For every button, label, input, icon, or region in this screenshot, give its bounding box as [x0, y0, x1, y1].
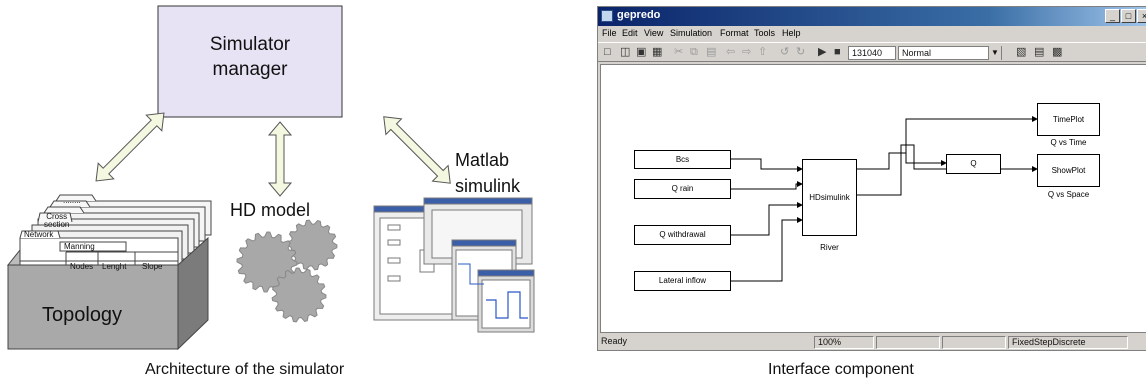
caption-architecture: Architecture of the simulator [145, 361, 345, 378]
maximize-button[interactable]: □ [1121, 9, 1136, 23]
matlab-label-line2: simulink [455, 176, 521, 196]
open-folder-icon[interactable]: ◫ [620, 46, 631, 58]
tab-cross-section: Cross section [44, 213, 69, 229]
redo-icon[interactable]: ↻ [796, 46, 806, 58]
tab-back: ........ [63, 196, 81, 205]
menu-simulation[interactable]: Simulation [670, 28, 713, 38]
menu-bar: File Edit View Simulation Format Tools H… [598, 26, 1146, 41]
status-solver: FixedStepDiscrete [1008, 336, 1128, 349]
block-river-caption: River [820, 243, 839, 252]
menu-file[interactable]: File [602, 28, 617, 38]
model-explorer-icon[interactable]: ▤ [1034, 46, 1045, 58]
tab-network: Network [24, 230, 54, 239]
copy-icon[interactable]: ⧉ [690, 46, 698, 58]
gear-icon-bottom [271, 267, 327, 323]
print-icon[interactable]: ▦ [652, 46, 663, 58]
stop-simulation-icon[interactable]: ■ [834, 46, 841, 58]
minimize-button[interactable]: _ [1105, 9, 1120, 23]
caption-interface: Interface component [768, 361, 914, 378]
start-simulation-icon[interactable]: ▶ [818, 46, 827, 58]
topology-box-top-edge [6, 248, 21, 266]
block-timeplot[interactable]: TimePlot [1037, 103, 1100, 136]
model-canvas[interactable]: Bcs Q rain Q withdrawal Lateral inflow H… [600, 64, 1146, 333]
status-zoom: 100% [814, 336, 874, 349]
library-browser-icon[interactable]: ▧ [1016, 46, 1027, 58]
block-timeplot-caption: Q vs Time [1050, 138, 1087, 147]
toolbar: □ ◫ ▣ ▦ ✂ ⧉ ▤ ⇦ ⇨ ⇧ ↺ ↻ ▶ ■ 131040 Norma… [598, 42, 1146, 62]
back-arrow-icon[interactable]: ⇦ [726, 46, 736, 58]
block-q-withdrawal[interactable]: Q withdrawal [634, 225, 731, 245]
status-empty-2 [942, 336, 1006, 349]
paste-icon[interactable]: ▤ [706, 46, 717, 58]
hd-model-label: HD model [230, 200, 311, 220]
arrow-to-matlab [383, 116, 451, 184]
block-q[interactable]: Q [946, 154, 1001, 174]
cut-icon[interactable]: ✂ [674, 46, 684, 58]
tab-cross-line2: section [44, 220, 70, 229]
stop-time-input[interactable]: 131040 [848, 46, 896, 60]
matlab-simulink-label: Matlab simulink [455, 147, 520, 199]
gear-icon-group [236, 219, 338, 323]
column-nodes: Nodes [70, 262, 94, 271]
close-button[interactable]: × [1137, 9, 1146, 23]
window-titlebar: gepredo _ □ × [598, 7, 1146, 26]
simulator-label-line2: manager [212, 59, 288, 80]
block-showplot-caption: Q vs Space [1047, 190, 1090, 199]
window-app-icon [601, 10, 613, 22]
save-icon[interactable]: ▣ [636, 46, 647, 58]
block-showplot[interactable]: ShowPlot [1037, 154, 1100, 187]
signal-lines [731, 116, 1038, 282]
block-hdsimulink[interactable]: HDsimulink [802, 159, 857, 236]
chevron-down-icon: ▼ [988, 46, 1001, 60]
menu-edit[interactable]: Edit [622, 28, 638, 38]
new-file-icon[interactable]: □ [604, 46, 611, 58]
status-empty-1 [876, 336, 940, 349]
simulation-mode-select[interactable]: Normal ▼ [898, 46, 1002, 60]
window-title: gepredo [617, 9, 661, 21]
topology-label: Topology [42, 304, 123, 326]
column-slope: Slope [142, 262, 163, 271]
simulation-mode-value: Normal [902, 48, 932, 58]
status-ready: Ready [601, 336, 628, 346]
simulator-manager-box [157, 5, 343, 118]
forward-arrow-icon[interactable]: ⇨ [742, 46, 752, 58]
topology-box-front [7, 264, 179, 350]
menu-view[interactable]: View [644, 28, 664, 38]
menu-format[interactable]: Format [720, 28, 749, 38]
menu-tools[interactable]: Tools [754, 28, 776, 38]
up-arrow-icon[interactable]: ⇧ [758, 46, 768, 58]
block-lateral-inflow[interactable]: Lateral inflow [634, 271, 731, 291]
matlab-label-line1: Matlab [455, 150, 510, 170]
column-lenght: Lenght [102, 262, 127, 271]
tab-cross-line1: Cross [46, 212, 68, 221]
arrow-to-hd-model [267, 121, 293, 197]
tab-manning: Manning [64, 242, 95, 251]
block-q-rain[interactable]: Q rain [634, 179, 731, 199]
matlab-windows-graphic [373, 197, 535, 333]
menu-help[interactable]: Help [782, 28, 801, 38]
undo-icon[interactable]: ↺ [780, 46, 790, 58]
block-bcs[interactable]: Bcs [634, 150, 731, 169]
status-bar: Ready 100% FixedStepDiscrete [598, 335, 1146, 350]
simulink-window: gepredo _ □ × File Edit View Simulation … [597, 6, 1146, 351]
arrow-to-topology [95, 112, 165, 182]
simulator-manager-label: Simulator manager [158, 32, 342, 82]
debug-icon[interactable]: ▩ [1052, 46, 1063, 58]
simulator-label-line1: Simulator [209, 34, 291, 55]
